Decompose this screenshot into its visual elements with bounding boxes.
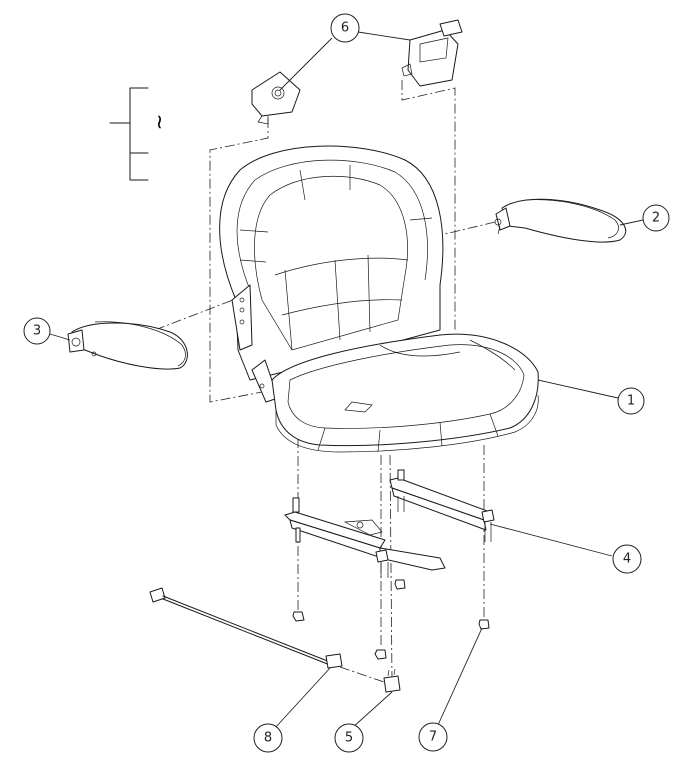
bracket-symbol: ~: [148, 114, 172, 131]
callout-1: 1: [617, 387, 645, 415]
callout-3: 3: [23, 317, 51, 345]
seat-switch: [383, 668, 401, 693]
armrest-right: [494, 198, 627, 243]
callout-5: 5: [334, 723, 364, 753]
bracket-group: ~: [109, 87, 172, 181]
callout-3-label: 3: [33, 324, 41, 339]
slide-rail-right: [389, 469, 495, 542]
callout-4-label: 4: [623, 552, 631, 567]
callout-2-label: 2: [652, 211, 660, 226]
alignment-lines: [154, 80, 496, 684]
callout-1-label: 1: [627, 394, 635, 409]
nuts: [292, 579, 490, 660]
seatbelt-buckle-right: [401, 19, 463, 87]
callout-7-label: 7: [429, 730, 437, 745]
armrest-left: [67, 321, 188, 370]
seat-back: [219, 145, 444, 403]
callout-7: 7: [418, 722, 448, 752]
wire-harness: [149, 587, 343, 669]
callout-8-label: 8: [264, 731, 272, 746]
callout-6: 6: [330, 13, 360, 43]
leader-lines: [49, 31, 644, 729]
slide-rail-left: [284, 497, 446, 578]
seat-cushion: [271, 333, 539, 453]
callout-6-label: 6: [341, 21, 349, 36]
seatbelt-buckle-left: [251, 71, 301, 125]
callout-4: 4: [612, 544, 642, 574]
callout-5-label: 5: [345, 731, 353, 746]
callout-8: 8: [253, 723, 283, 753]
callout-2: 2: [642, 204, 670, 232]
